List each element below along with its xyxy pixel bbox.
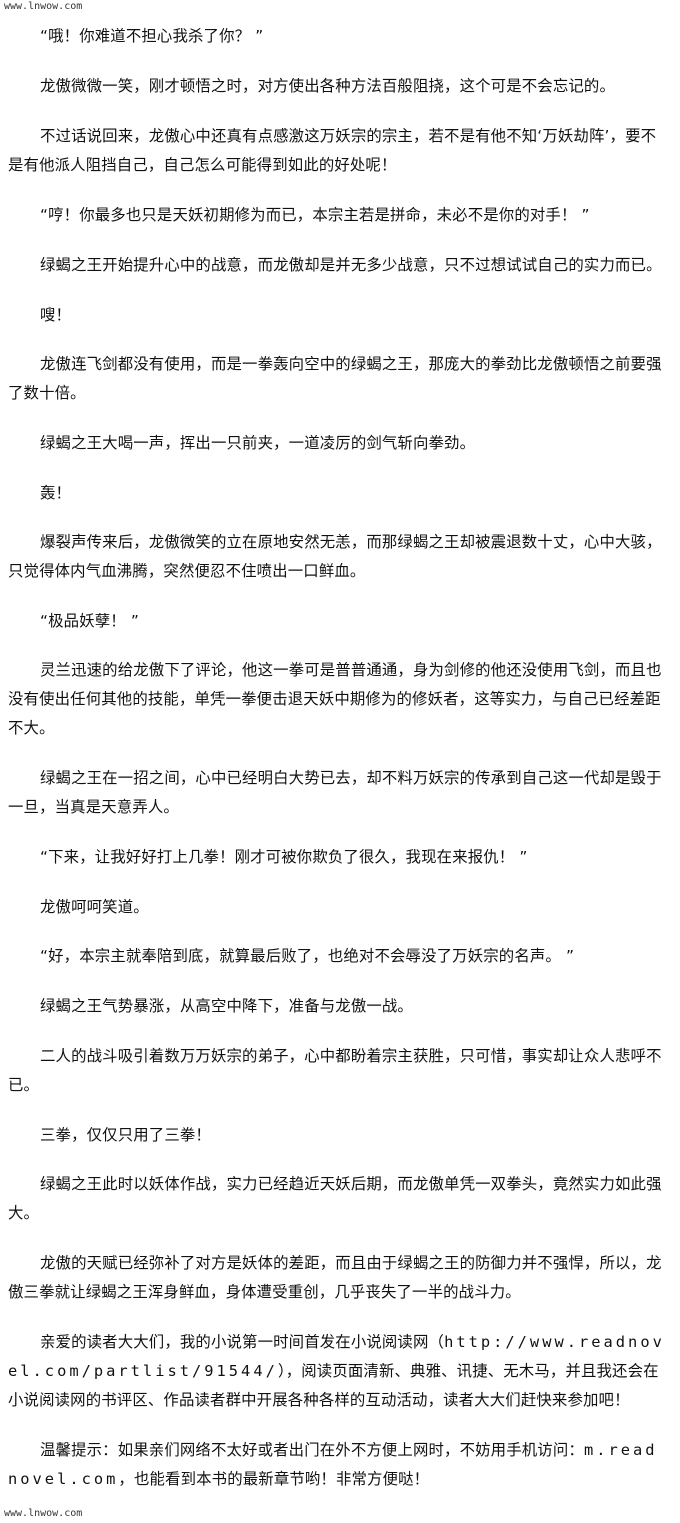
- promo-text-prefix: 亲爱的读者大大们，我的小说第一时间首发在小说阅读网（: [40, 1333, 445, 1351]
- paragraph: 二人的战斗吸引着数万万妖宗的弟子，心中都盼着宗主获胜，只可惜，事实却让众人悲呼不…: [8, 1047, 662, 1094]
- paragraph: 龙傲的天赋已经弥补了对方是妖体的差距，而且由于绿蝎之王的防御力并不强悍，所以，龙…: [8, 1254, 662, 1301]
- tip-text-prefix: 温馨提示：如果亲们网络不太好或者出门在外不方便上网时，不妨用手机访问：: [40, 1441, 584, 1459]
- paragraph: 龙傲呵呵笑道。: [40, 898, 149, 916]
- site-watermark-bottom: www.lnwow.com: [4, 1508, 83, 1519]
- promo-text-suffix: ），阅读页面清新、典雅、讯捷、无木马，并且我还会在小说阅读网的书评区、作品读者群…: [8, 1362, 659, 1409]
- paragraph: 绿蝎之王开始提升心中的战意，而龙傲却是并无多少战意，只不过想试试自己的实力而已。: [40, 256, 662, 274]
- tip-paragraph: 温馨提示：如果亲们网络不太好或者出门在外不方便上网时，不妨用手机访问：m.rea…: [8, 1436, 668, 1494]
- paragraph: 灵兰迅速的给龙傲下了评论，他这一拳可是普普通通，身为剑修的他还没使用飞剑，而且也…: [8, 661, 662, 737]
- paragraph: 绿蝎之王此时以妖体作战，实力已经趋近天妖后期，而龙傲单凭一双拳头，竟然实力如此强…: [8, 1175, 662, 1222]
- paragraph: “极品妖孽！ ”: [40, 612, 139, 630]
- tip-text-suffix: ，也能看到本书的最新章节哟！非常方便哒！: [118, 1470, 430, 1488]
- paragraph: 绿蝎之王大喝一声，挥出一只前夹，一道凌厉的剑气斩向拳劲。: [40, 434, 476, 452]
- promo-link[interactable]: http://www.readnovel.com/partlist/91544/: [8, 1333, 665, 1380]
- paragraph: 三拳，仅仅只用了三拳！: [40, 1126, 211, 1144]
- paragraph: “下来，让我好好打上几拳！刚才可被你欺负了很久，我现在来报仇！ ”: [40, 848, 528, 866]
- chapter-content: “哦！你难道不担心我杀了你？ ” 龙傲微微一笑，刚才顿悟之时，对方使出各种方法百…: [8, 22, 668, 1515]
- mobile-site-link[interactable]: m.readnovel.com: [8, 1441, 658, 1488]
- paragraph: 爆裂声传来后，龙傲微笑的立在原地安然无恙，而那绿蝎之王却被震退数十丈，心中大骇，…: [8, 533, 662, 580]
- paragraph: “哦！你难道不担心我杀了你？ ”: [40, 27, 264, 45]
- paragraph: 轰！: [40, 484, 72, 502]
- paragraph: 不过话说回来，龙傲心中还真有点感激这万妖宗的宗主，若不是有他不知‘万妖劫阵’，要…: [8, 127, 657, 174]
- paragraph: 龙傲微微一笑，刚才顿悟之时，对方使出各种方法百般阻挠，这个可是不会忘记的。: [40, 77, 616, 95]
- paragraph: “哼！你最多也只是天妖初期修为而已，本宗主若是拼命，未必不是你的对手！ ”: [40, 206, 590, 224]
- paragraph: 绿蝎之王在一招之间，心中已经明白大势已去，却不料万妖宗的传承到自己这一代却是毁于…: [8, 769, 662, 816]
- promo-paragraph: 亲爱的读者大大们，我的小说第一时间首发在小说阅读网（http://www.rea…: [8, 1328, 668, 1415]
- paragraph: 嗖！: [40, 306, 72, 324]
- paragraph: 绿蝎之王气势暴涨，从高空中降下，准备与龙傲一战。: [40, 997, 413, 1015]
- paragraph: 龙傲连飞剑都没有使用，而是一拳轰向空中的绿蝎之王，那庞大的拳劲比龙傲顿悟之前要强…: [8, 355, 662, 402]
- site-watermark-top: www.lnwow.com: [4, 1, 83, 12]
- paragraph: “好，本宗主就奉陪到底，就算最后败了，也绝对不会辱没了万妖宗的名声。 ”: [40, 947, 575, 965]
